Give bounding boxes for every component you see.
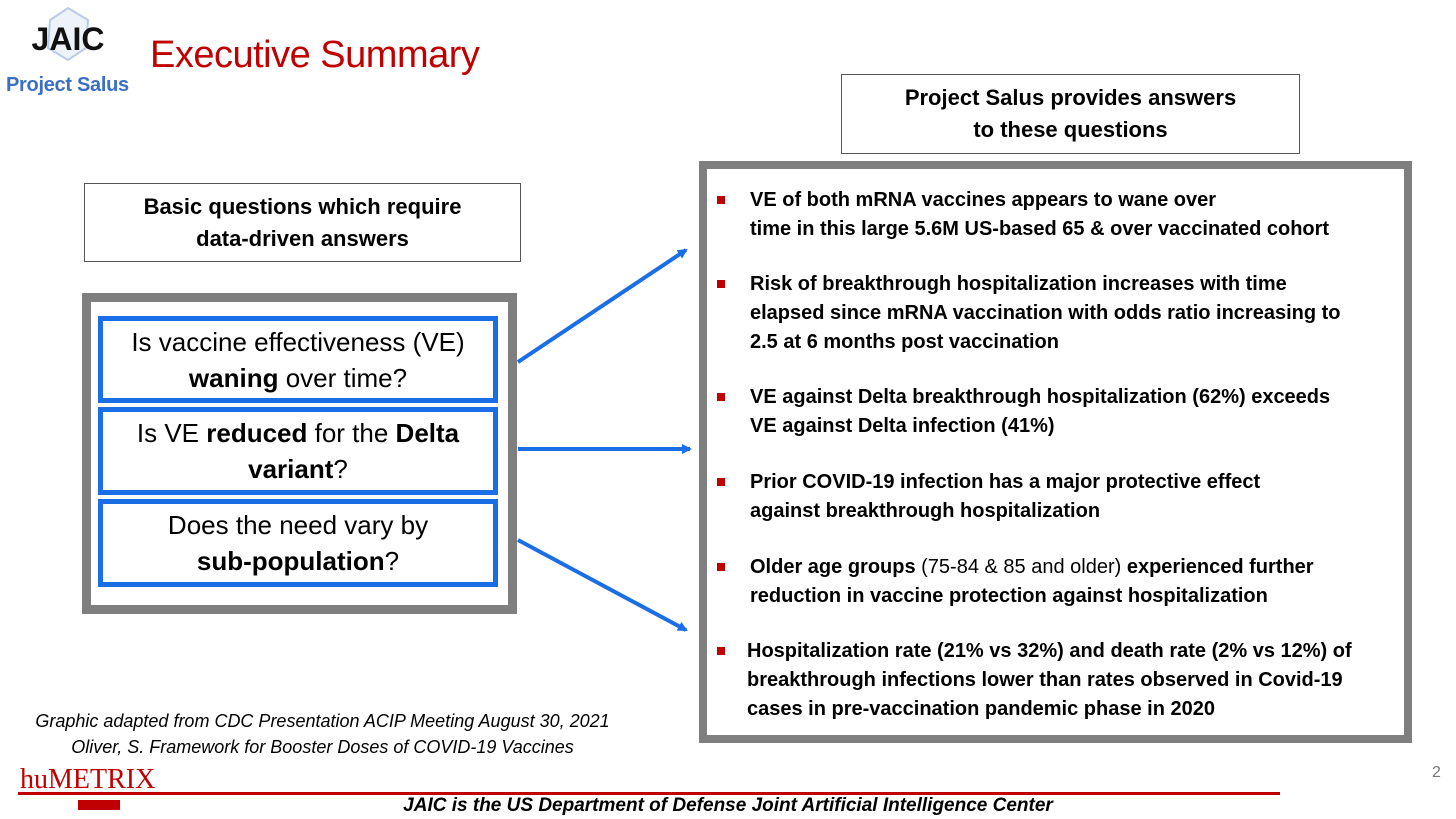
answer-text: Risk of breakthrough hospitalization inc…: [750, 273, 1287, 295]
page-title: Executive Summary: [150, 34, 480, 76]
answer-text: (75-84 & 85 and older): [915, 556, 1127, 578]
answer-text: Prior COVID-19 infection has a major pro…: [750, 471, 1261, 493]
answer-line: reduction in vaccine protection against …: [750, 582, 1314, 611]
question-emphasis: reduced: [206, 418, 308, 448]
answer-line: time in this large 5.6M US-based 65 & ov…: [750, 215, 1329, 244]
question-line: Is vaccine effectiveness (VE): [131, 324, 464, 360]
answer-line: elapsed since mRNA vaccination with odds…: [750, 299, 1341, 328]
answer-text: VE against Delta infection (41%): [750, 415, 1055, 437]
project-salus-label: Project Salus: [6, 74, 129, 96]
answer-line: Older age groups (75-84 & 85 and older) …: [750, 553, 1314, 582]
question-text: for the: [307, 418, 396, 448]
question-line: variant?: [248, 451, 348, 487]
credit-line2: Oliver, S. Framework for Booster Doses o…: [71, 737, 574, 757]
answers-header: Project Salus provides answers to these …: [841, 74, 1300, 154]
humetrix-logo: huMETRIX: [18, 764, 218, 812]
question-line: sub-population?: [197, 543, 399, 579]
question-text: over time?: [278, 362, 408, 393]
question-text: Is VE: [136, 418, 207, 448]
answer-line: Prior COVID-19 infection has a major pro…: [750, 468, 1260, 497]
question-text: Is vaccine effectiveness (VE): [131, 326, 465, 357]
answer-line: breakthrough infections lower than rates…: [747, 666, 1352, 695]
credit-line1: Graphic adapted from CDC Presentation AC…: [35, 711, 610, 731]
answer-line: cases in pre-vaccination pandemic phase …: [747, 695, 1352, 724]
footer-note: JAIC is the US Department of Defense Joi…: [403, 795, 1053, 816]
answer-line: VE against Delta infection (41%): [750, 412, 1330, 441]
question-text: ?: [333, 454, 348, 484]
answer-text: reduction in vaccine protection against …: [750, 585, 1268, 607]
question-emphasis: Delta: [395, 418, 460, 448]
answer-line: 2.5 at 6 months post vaccination: [750, 328, 1341, 357]
answer-line: VE against Delta breakthrough hospitaliz…: [750, 383, 1330, 412]
questions-header: Basic questions which require data-drive…: [84, 183, 521, 262]
answer-text: VE against Delta breakthrough hospitaliz…: [750, 386, 1331, 408]
answer-text: time in this large 5.6M US-based 65 & ov…: [750, 218, 1330, 240]
answer-text: experienced further: [1126, 556, 1314, 578]
answers-header-line2: to these questions: [973, 117, 1168, 142]
question-emphasis: waning: [188, 362, 279, 393]
answer-item: VE against Delta breakthrough hospitaliz…: [750, 383, 1330, 441]
bullet-icon: [717, 647, 725, 655]
question-emphasis: variant: [248, 454, 334, 484]
answer-item: VE of both mRNA vaccines appears to wane…: [750, 186, 1329, 244]
jaic-logo: JAIC: [18, 6, 118, 62]
questions-header-line2: data-driven answers: [196, 225, 409, 251]
bullet-icon: [717, 280, 725, 288]
answer-item: Risk of breakthrough hospitalization inc…: [750, 270, 1341, 357]
answer-text: 2.5 at 6 months post vaccination: [750, 331, 1059, 353]
page-number: 2: [1432, 764, 1441, 781]
answer-item: Older age groups (75-84 & 85 and older) …: [750, 553, 1314, 611]
answer-text: elapsed since mRNA vaccination with odds…: [750, 302, 1341, 324]
humetrix-logo-text: huMETRIX: [20, 764, 155, 795]
answer-line: Hospitalization rate (21% vs 32%) and de…: [747, 637, 1352, 666]
answer-line: Risk of breakthrough hospitalization inc…: [750, 270, 1341, 299]
question-line: waning over time?: [189, 360, 407, 396]
source-credit: Graphic adapted from CDC Presentation AC…: [0, 708, 645, 760]
answer-text: Hospitalization rate (21% vs 32%) and de…: [747, 640, 1352, 662]
arrow-down: [517, 538, 688, 632]
bullet-icon: [717, 563, 725, 571]
answer-line: VE of both mRNA vaccines appears to wane…: [750, 186, 1329, 215]
answer-text: cases in pre-vaccination pandemic phase …: [747, 698, 1215, 720]
answer-item: Hospitalization rate (21% vs 32%) and de…: [747, 637, 1352, 724]
question-emphasis: sub-population: [196, 546, 385, 576]
jaic-logo-text: JAIC: [32, 21, 105, 57]
question-text: Does the need vary by: [167, 510, 429, 540]
answer-text: breakthrough infections lower than rates…: [747, 669, 1343, 691]
question-line: Does the need vary by: [168, 507, 428, 543]
question-text: ?: [384, 546, 400, 576]
questions-header-line1: Basic questions which require: [143, 193, 462, 219]
answer-text: against breakthrough hospitalization: [750, 500, 1101, 522]
arrow-up: [516, 248, 688, 364]
answer-item: Prior COVID-19 infection has a major pro…: [750, 468, 1260, 526]
answers-frame: [699, 161, 1412, 743]
bullet-icon: [717, 478, 725, 486]
answer-line: against breakthrough hospitalization: [750, 497, 1260, 526]
bullet-icon: [717, 196, 725, 204]
question-box: Is vaccine effectiveness (VE)waning over…: [98, 316, 498, 403]
answer-text: VE of both mRNA vaccines appears to wane…: [750, 189, 1217, 211]
footer-divider: [18, 792, 1280, 795]
answers-header-line1: Project Salus provides answers: [904, 85, 1237, 110]
answer-text: Older age groups: [750, 556, 916, 578]
bullet-icon: [717, 393, 725, 401]
question-line: Is VE reduced for the Delta: [137, 415, 459, 451]
